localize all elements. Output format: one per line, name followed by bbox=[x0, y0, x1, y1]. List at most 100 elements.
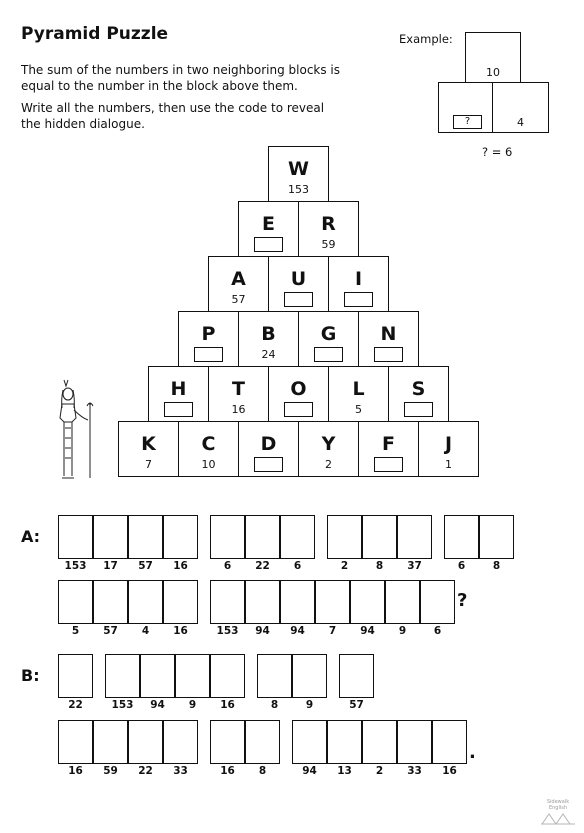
answer-letter-box[interactable] bbox=[350, 580, 385, 624]
answer-letter-box[interactable] bbox=[93, 720, 128, 764]
answer-letter-box[interactable] bbox=[280, 580, 315, 624]
answer-letter-box[interactable] bbox=[479, 515, 514, 559]
answer-letter-box[interactable] bbox=[128, 720, 163, 764]
answer-letter-box[interactable] bbox=[292, 720, 327, 764]
dialogue-b-label: B: bbox=[21, 666, 40, 685]
answer-letter-box[interactable] bbox=[210, 654, 245, 698]
answer-letter-box[interactable] bbox=[140, 654, 175, 698]
answer-letter-box[interactable] bbox=[163, 580, 198, 624]
block-letter: S bbox=[411, 378, 426, 400]
block-value: 5 bbox=[355, 403, 362, 416]
example-solution: ? = 6 bbox=[482, 145, 513, 159]
answer-letter-box[interactable] bbox=[432, 720, 467, 764]
pyramid-block: F bbox=[358, 421, 419, 477]
answer-letter-box[interactable] bbox=[245, 720, 280, 764]
answer-letter-box[interactable] bbox=[444, 515, 479, 559]
block-answer-field[interactable] bbox=[314, 347, 343, 362]
answer-letter-box[interactable] bbox=[280, 515, 315, 559]
block-answer-field[interactable] bbox=[344, 292, 373, 307]
answer-letter-box[interactable] bbox=[327, 515, 362, 559]
logo-mark-icon bbox=[541, 813, 575, 825]
answer-letter-box[interactable] bbox=[163, 720, 198, 764]
block-answer-field[interactable] bbox=[404, 402, 433, 417]
publisher-logo: Sidewalk English bbox=[540, 799, 576, 811]
code-number: 9 bbox=[188, 699, 197, 711]
code-number: 57 bbox=[349, 699, 364, 711]
code-number: 59 bbox=[103, 765, 118, 777]
answer-letter-box[interactable] bbox=[93, 515, 128, 559]
pyramid-block: G bbox=[298, 311, 359, 367]
answer-letter-box[interactable] bbox=[257, 654, 292, 698]
block-answer-field[interactable] bbox=[374, 347, 403, 362]
answer-letter-box[interactable] bbox=[93, 580, 128, 624]
pyramid-block: E bbox=[238, 201, 299, 257]
code-number: 9 bbox=[305, 699, 314, 711]
answer-letter-box[interactable] bbox=[128, 515, 163, 559]
code-number: 16 bbox=[220, 765, 235, 777]
code-number: 5 bbox=[71, 625, 80, 637]
block-answer-field[interactable] bbox=[284, 402, 313, 417]
block-answer-field[interactable] bbox=[374, 457, 403, 472]
instruction-rule: The sum of the numbers in two neighborin… bbox=[21, 63, 341, 93]
egyptian-goddess-illustration bbox=[59, 379, 94, 479]
code-number: 22 bbox=[68, 699, 83, 711]
answer-letter-box[interactable] bbox=[362, 720, 397, 764]
code-number: 13 bbox=[337, 765, 352, 777]
answer-letter-box[interactable] bbox=[58, 580, 93, 624]
block-letter: O bbox=[290, 378, 307, 400]
answer-letter-box[interactable] bbox=[210, 720, 245, 764]
code-number: 94 bbox=[255, 625, 270, 637]
answer-letter-box[interactable] bbox=[397, 515, 432, 559]
block-answer-field[interactable] bbox=[254, 457, 283, 472]
pyramid-block: I bbox=[328, 256, 389, 312]
block-answer-field[interactable] bbox=[284, 292, 313, 307]
example-right-value: 4 bbox=[517, 116, 524, 129]
answer-letter-box[interactable] bbox=[58, 720, 93, 764]
code-number: 153 bbox=[216, 625, 239, 637]
block-letter: E bbox=[262, 213, 275, 235]
answer-letter-box[interactable] bbox=[210, 580, 245, 624]
block-letter: R bbox=[321, 213, 336, 235]
block-answer-field[interactable] bbox=[164, 402, 193, 417]
answer-letter-box[interactable] bbox=[292, 654, 327, 698]
answer-letter-box[interactable] bbox=[339, 654, 374, 698]
answer-letter-box[interactable] bbox=[245, 580, 280, 624]
answer-letter-box[interactable] bbox=[175, 654, 210, 698]
pyramid-block: P bbox=[178, 311, 239, 367]
block-value: 24 bbox=[261, 348, 276, 361]
code-number: 16 bbox=[442, 765, 457, 777]
block-answer-field[interactable] bbox=[254, 237, 283, 252]
code-number: 7 bbox=[328, 625, 337, 637]
code-number: 94 bbox=[290, 625, 305, 637]
answer-letter-box[interactable] bbox=[315, 580, 350, 624]
code-number: 2 bbox=[375, 765, 384, 777]
answer-letter-box[interactable] bbox=[105, 654, 140, 698]
example-unknown-box: ? bbox=[453, 115, 482, 129]
answer-letter-box[interactable] bbox=[210, 515, 245, 559]
answer-letter-box[interactable] bbox=[397, 720, 432, 764]
answer-letter-box[interactable] bbox=[58, 515, 93, 559]
code-number: 94 bbox=[150, 699, 165, 711]
answer-letter-box[interactable] bbox=[362, 515, 397, 559]
block-letter: N bbox=[380, 323, 397, 345]
code-number: 33 bbox=[173, 765, 188, 777]
block-value: 7 bbox=[145, 458, 152, 471]
answer-letter-box[interactable] bbox=[245, 515, 280, 559]
sentence-punctuation: . bbox=[469, 742, 476, 763]
block-letter: F bbox=[382, 433, 395, 455]
answer-letter-box[interactable] bbox=[163, 515, 198, 559]
block-letter: U bbox=[290, 268, 307, 290]
answer-letter-box[interactable] bbox=[128, 580, 163, 624]
answer-letter-box[interactable] bbox=[327, 720, 362, 764]
pyramid-block: N bbox=[358, 311, 419, 367]
block-answer-field[interactable] bbox=[194, 347, 223, 362]
answer-letter-box[interactable] bbox=[385, 580, 420, 624]
code-number: 9 bbox=[398, 625, 407, 637]
code-number: 8 bbox=[375, 560, 384, 572]
answer-letter-box[interactable] bbox=[420, 580, 455, 624]
answer-letter-box[interactable] bbox=[58, 654, 93, 698]
